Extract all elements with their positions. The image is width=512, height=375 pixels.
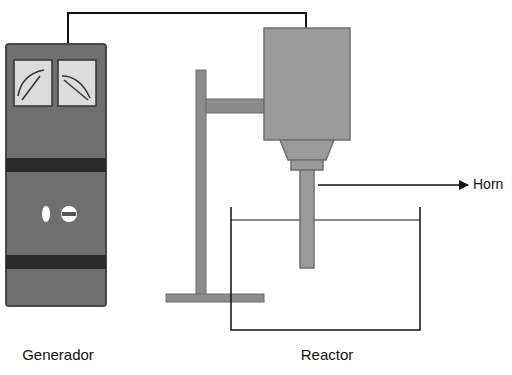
- lab-stand: [166, 70, 264, 302]
- reactor-label: Reactor: [301, 346, 354, 364]
- pointer-arrow: [318, 184, 468, 186]
- liquid-level: [231, 219, 420, 220]
- horn-label: Horn: [473, 176, 503, 193]
- generator-label: Generador: [22, 346, 94, 364]
- generator-unit: [6, 44, 106, 306]
- ultrasonic-probe: [264, 28, 350, 268]
- reactor-vessel: [231, 207, 420, 330]
